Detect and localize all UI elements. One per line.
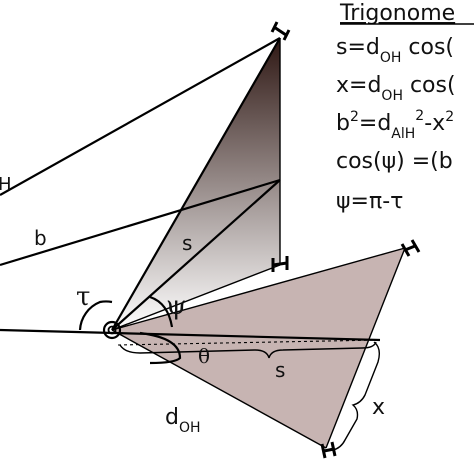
label-tau: τ: [76, 282, 90, 312]
line-o-to-mid-h: [111, 264, 281, 331]
line-o-to-right-h: [111, 247, 406, 331]
h-atom-icon: [400, 239, 421, 257]
dashed-projection: [117, 339, 381, 346]
line-o-to-top-h: [111, 37, 281, 331]
h-atom-icon: [270, 21, 291, 41]
formula-title: Trigonome: [339, 1, 455, 26]
label-psi: ψ: [166, 291, 186, 321]
psi-arc: [149, 295, 174, 328]
formula-line-3: b2=dAlH2-x2: [336, 108, 454, 142]
line-s: [111, 179, 281, 331]
line-o-to-bottom-h: [111, 329, 327, 449]
lower-cone-shading: [112, 248, 405, 448]
formula-panel: Trigonome s=dOH cos( x=dOH cos( b2=dAlH2…: [336, 1, 474, 214]
long-line-to-top-h: [0, 37, 281, 196]
formula-line-2: x=dOH cos(: [336, 73, 456, 104]
brace-s: [119, 341, 377, 359]
brace-x: [332, 341, 381, 451]
label-s-lower: s: [275, 358, 285, 382]
formula-line-4: cos(ψ) =(b: [336, 149, 453, 174]
formula-line-5: ψ=π-τ: [336, 189, 403, 214]
label-x: x: [372, 395, 385, 420]
theta-arc: [139, 331, 182, 365]
label-b: b: [34, 226, 47, 250]
label-theta: θ: [198, 344, 210, 368]
h-atom-icon: [320, 441, 337, 459]
label-edge-h: H: [0, 174, 12, 195]
horizontal-axis-line: [0, 328, 381, 342]
line-b: [0, 178, 281, 267]
h-atom-icon: [271, 256, 289, 272]
label-d-oh: dOH: [165, 405, 201, 436]
tau-arc: [78, 300, 113, 331]
formula-line-1: s=dOH cos(: [336, 35, 454, 66]
oxygen-atom-icon: [102, 320, 122, 340]
label-s-upper: s: [182, 231, 192, 255]
